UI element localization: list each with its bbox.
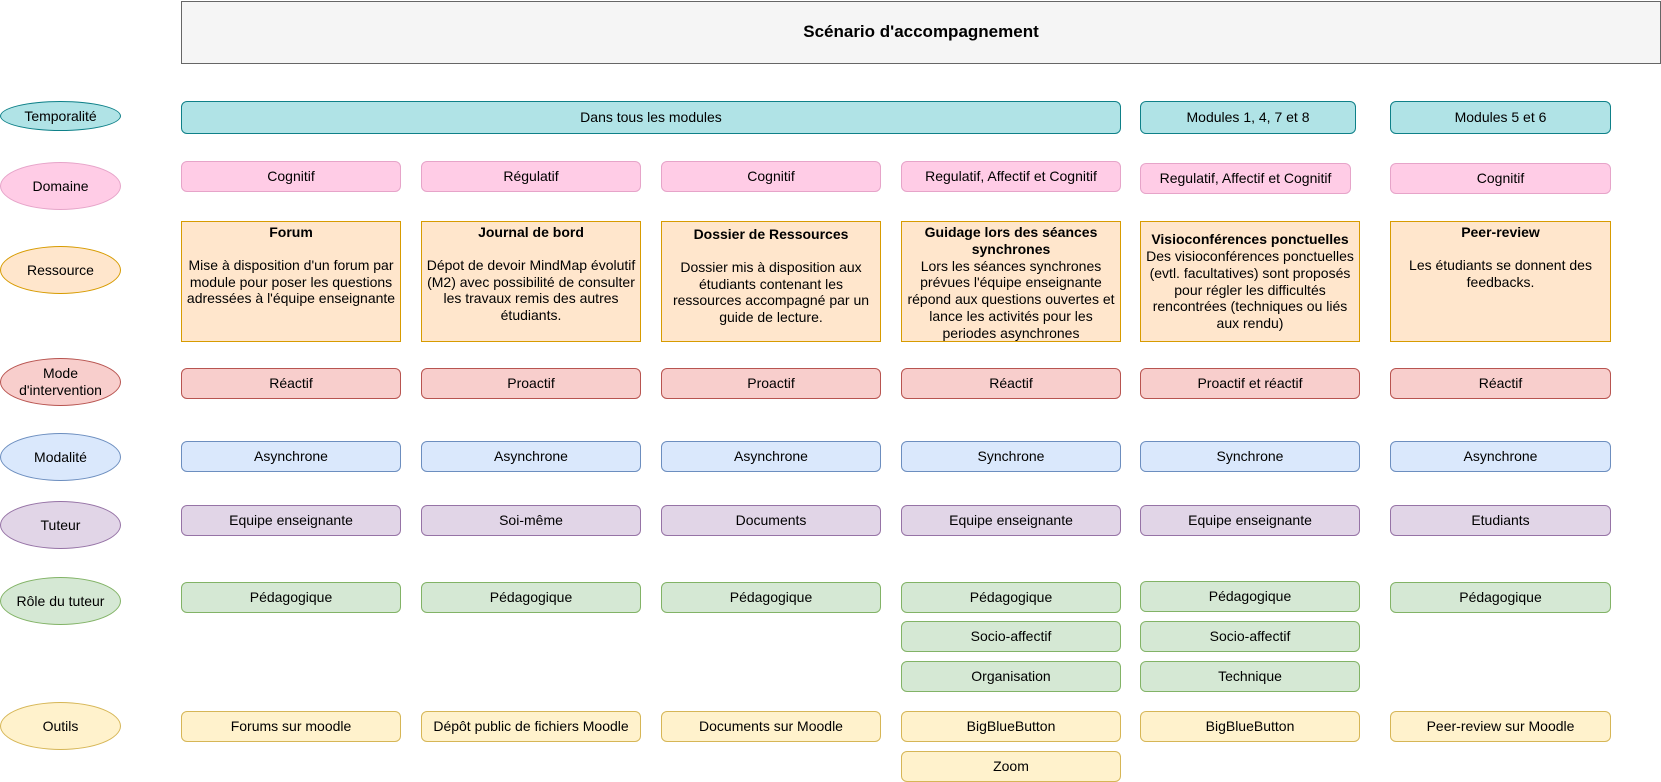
domaine-cell: Cognitif: [181, 161, 401, 192]
diagram-title: Scénario d'accompagnement: [181, 1, 1661, 64]
role-cell: Pédagogique: [181, 582, 401, 613]
row-label-modalite: Modalité: [0, 433, 121, 481]
role-cell: Socio-affectif: [1140, 621, 1360, 652]
tuteur-cell: Soi-même: [421, 505, 641, 536]
role-cell: Pédagogique: [661, 582, 881, 613]
ressource-description: Dépot de devoir MindMap évolutif (M2) av…: [426, 256, 636, 324]
row-label-outils: Outils: [0, 702, 121, 750]
ressource-title: Peer-review: [1461, 224, 1540, 240]
row-label-ressource: Ressource: [0, 246, 121, 294]
row-label-temporalite: Temporalité: [0, 101, 121, 131]
mode-cell: Réactif: [901, 368, 1121, 399]
mode-cell: Réactif: [181, 368, 401, 399]
ressource-description: Des visioconférences ponctuelles (evtl. …: [1146, 247, 1354, 332]
mode-cell: Proactif: [421, 368, 641, 399]
modalite-cell: Synchrone: [901, 441, 1121, 472]
role-cell: Pédagogique: [421, 582, 641, 613]
ressource-visioconferences: Visioconférences ponctuelles Des visioco…: [1140, 221, 1360, 342]
ressource-title: Visioconférences ponctuelles: [1151, 231, 1349, 248]
domaine-cell: Regulatif, Affectif et Cognitif: [901, 161, 1121, 192]
row-label-role: Rôle du tuteur: [0, 577, 121, 625]
domaine-cell: Regulatif, Affectif et Cognitif: [1140, 163, 1351, 194]
role-cell: Technique: [1140, 661, 1360, 692]
tuteur-cell: Equipe enseignante: [901, 505, 1121, 536]
outil-cell: Forums sur moodle: [181, 711, 401, 742]
ressource-guidage: Guidage lors des séances synchrones Lors…: [901, 221, 1121, 342]
tuteur-cell: Etudiants: [1390, 505, 1611, 536]
role-cell: Pédagogique: [1390, 582, 1611, 613]
tuteur-cell: Equipe enseignante: [1140, 505, 1360, 536]
ressource-description: Lors les séances synchrones prévues l'éq…: [907, 257, 1115, 341]
outil-cell: Zoom: [901, 751, 1121, 782]
ressource-title: Forum: [269, 224, 313, 240]
temporalite-modules-1-4-7-8: Modules 1, 4, 7 et 8: [1140, 101, 1356, 134]
ressource-forum: Forum Mise à disposition d'un forum par …: [181, 221, 401, 342]
outil-cell: Peer-review sur Moodle: [1390, 711, 1611, 742]
modalite-cell: Asynchrone: [661, 441, 881, 472]
ressource-journal-de-bord: Journal de bord Dépot de devoir MindMap …: [421, 221, 641, 342]
role-cell: Pédagogique: [901, 582, 1121, 613]
ressource-description: Dossier mis à disposition aux étudiants …: [672, 258, 870, 326]
ressource-title: Dossier de Ressources: [693, 226, 849, 242]
outil-cell: Dépôt public de fichiers Moodle: [421, 711, 641, 742]
mode-cell: Proactif et réactif: [1140, 368, 1360, 399]
temporalite-all-modules: Dans tous les modules: [181, 101, 1121, 134]
tuteur-cell: Equipe enseignante: [181, 505, 401, 536]
outil-cell: Documents sur Moodle: [661, 711, 881, 742]
modalite-cell: Asynchrone: [1390, 441, 1611, 472]
role-cell: Pédagogique: [1140, 581, 1360, 612]
mode-cell: Réactif: [1390, 368, 1611, 399]
temporalite-modules-5-6: Modules 5 et 6: [1390, 101, 1611, 134]
domaine-cell: Cognitif: [1390, 163, 1611, 194]
outil-cell: BigBlueButton: [901, 711, 1121, 742]
domaine-cell: Cognitif: [661, 161, 881, 192]
ressource-description: Mise à disposition d'un forum par module…: [186, 256, 396, 307]
row-label-domaine: Domaine: [0, 162, 121, 210]
domaine-cell: Régulatif: [421, 161, 641, 192]
ressource-peer-review: Peer-review Les étudiants se donnent des…: [1390, 221, 1611, 342]
row-label-mode: Mode d'intervention: [0, 358, 121, 406]
role-cell: Socio-affectif: [901, 621, 1121, 652]
ressource-description: Les étudiants se donnent des feedbacks.: [1409, 256, 1592, 290]
ressource-title: Guidage lors des séances synchrones: [924, 224, 1098, 257]
tuteur-cell: Documents: [661, 505, 881, 536]
role-cell: Organisation: [901, 661, 1121, 692]
row-label-tuteur: Tuteur: [0, 501, 121, 549]
ressource-title: Journal de bord: [478, 224, 584, 240]
outil-cell: BigBlueButton: [1140, 711, 1360, 742]
ressource-dossier: Dossier de Ressources Dossier mis à disp…: [661, 221, 881, 342]
mode-cell: Proactif: [661, 368, 881, 399]
modalite-cell: Asynchrone: [421, 441, 641, 472]
modalite-cell: Synchrone: [1140, 441, 1360, 472]
modalite-cell: Asynchrone: [181, 441, 401, 472]
